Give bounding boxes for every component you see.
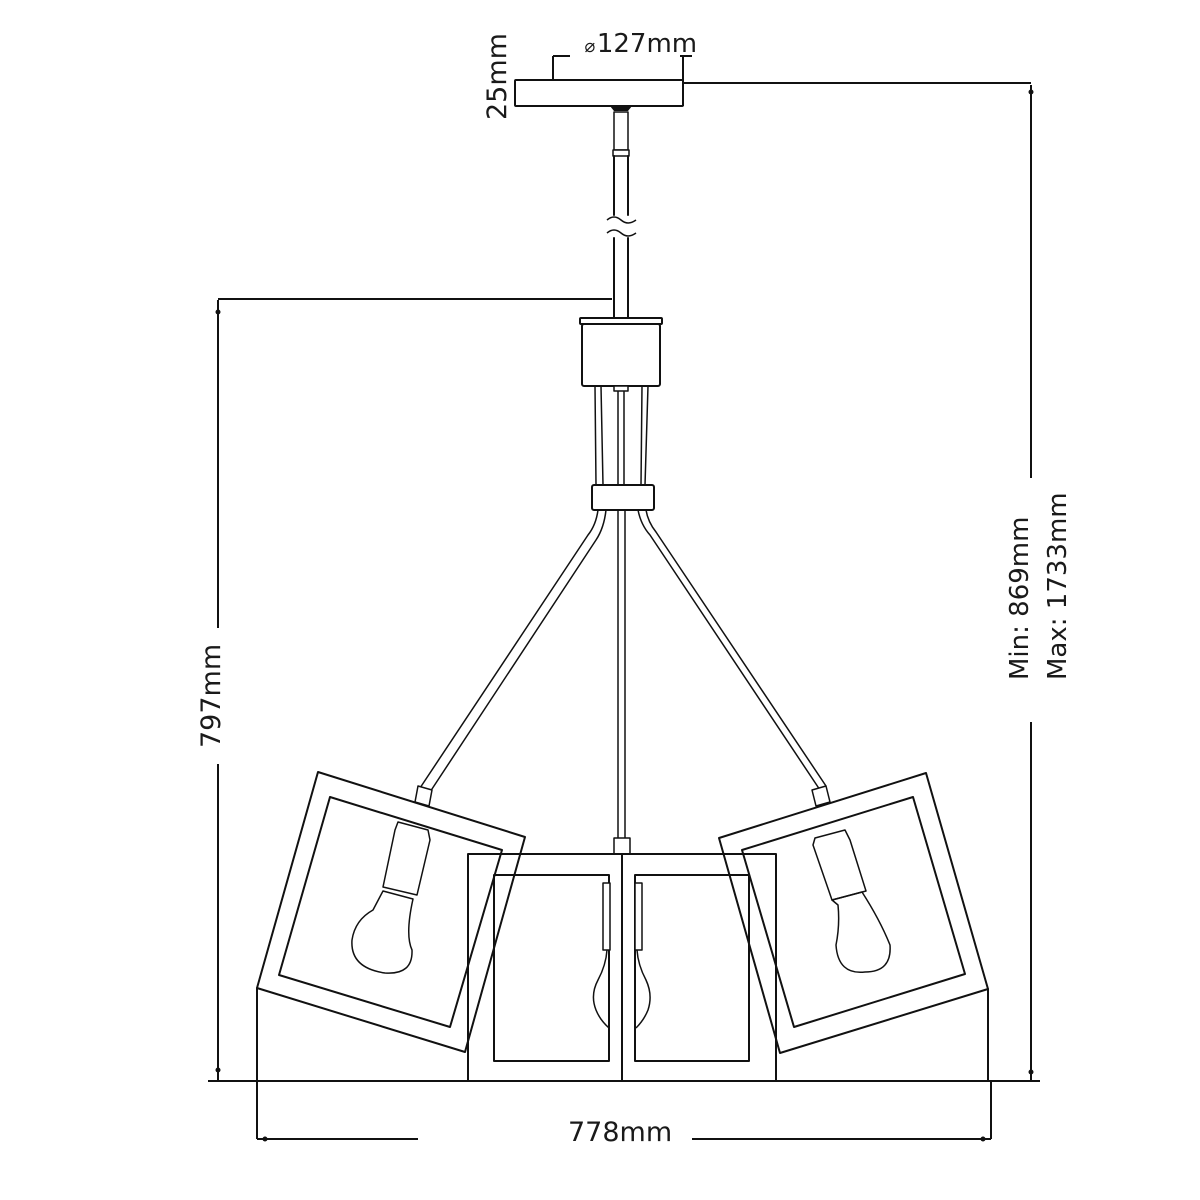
canopy-height-label: 25mm <box>482 33 513 120</box>
frame-bottom-edges <box>256 987 989 1082</box>
canopy <box>514 79 684 111</box>
right-tilted-frame <box>718 772 989 1054</box>
width-arrow-left <box>262 1136 268 1142</box>
lower-hub <box>591 484 655 511</box>
fixture-height-arrow-top <box>215 309 221 315</box>
overall-height-label: Min: 869mm Max: 1733mm <box>1001 492 1077 680</box>
overall-width-label: 778mm <box>568 1117 673 1148</box>
width-arrow-right <box>980 1136 986 1142</box>
overall-height-arrow-bottom <box>1028 1069 1034 1075</box>
arms <box>414 509 831 855</box>
overall-height-arrow-top <box>1028 89 1034 95</box>
overall-height-min: Min: 869mm <box>1005 516 1035 680</box>
fixture-height-arrow-bottom <box>215 1067 221 1073</box>
diameter-symbol-icon: ⌀ <box>584 36 595 57</box>
downrod <box>606 111 637 319</box>
canopy-diameter-value: 127mm <box>596 29 698 59</box>
canopy-diameter-label: ⌀127mm <box>584 31 697 57</box>
fixture-height-label: 797mm <box>196 643 227 748</box>
left-tilted-frame <box>256 771 526 1053</box>
upper-hub <box>579 317 663 486</box>
dimension-lines <box>208 55 1040 1142</box>
overall-height-max: Max: 1733mm <box>1043 492 1073 680</box>
